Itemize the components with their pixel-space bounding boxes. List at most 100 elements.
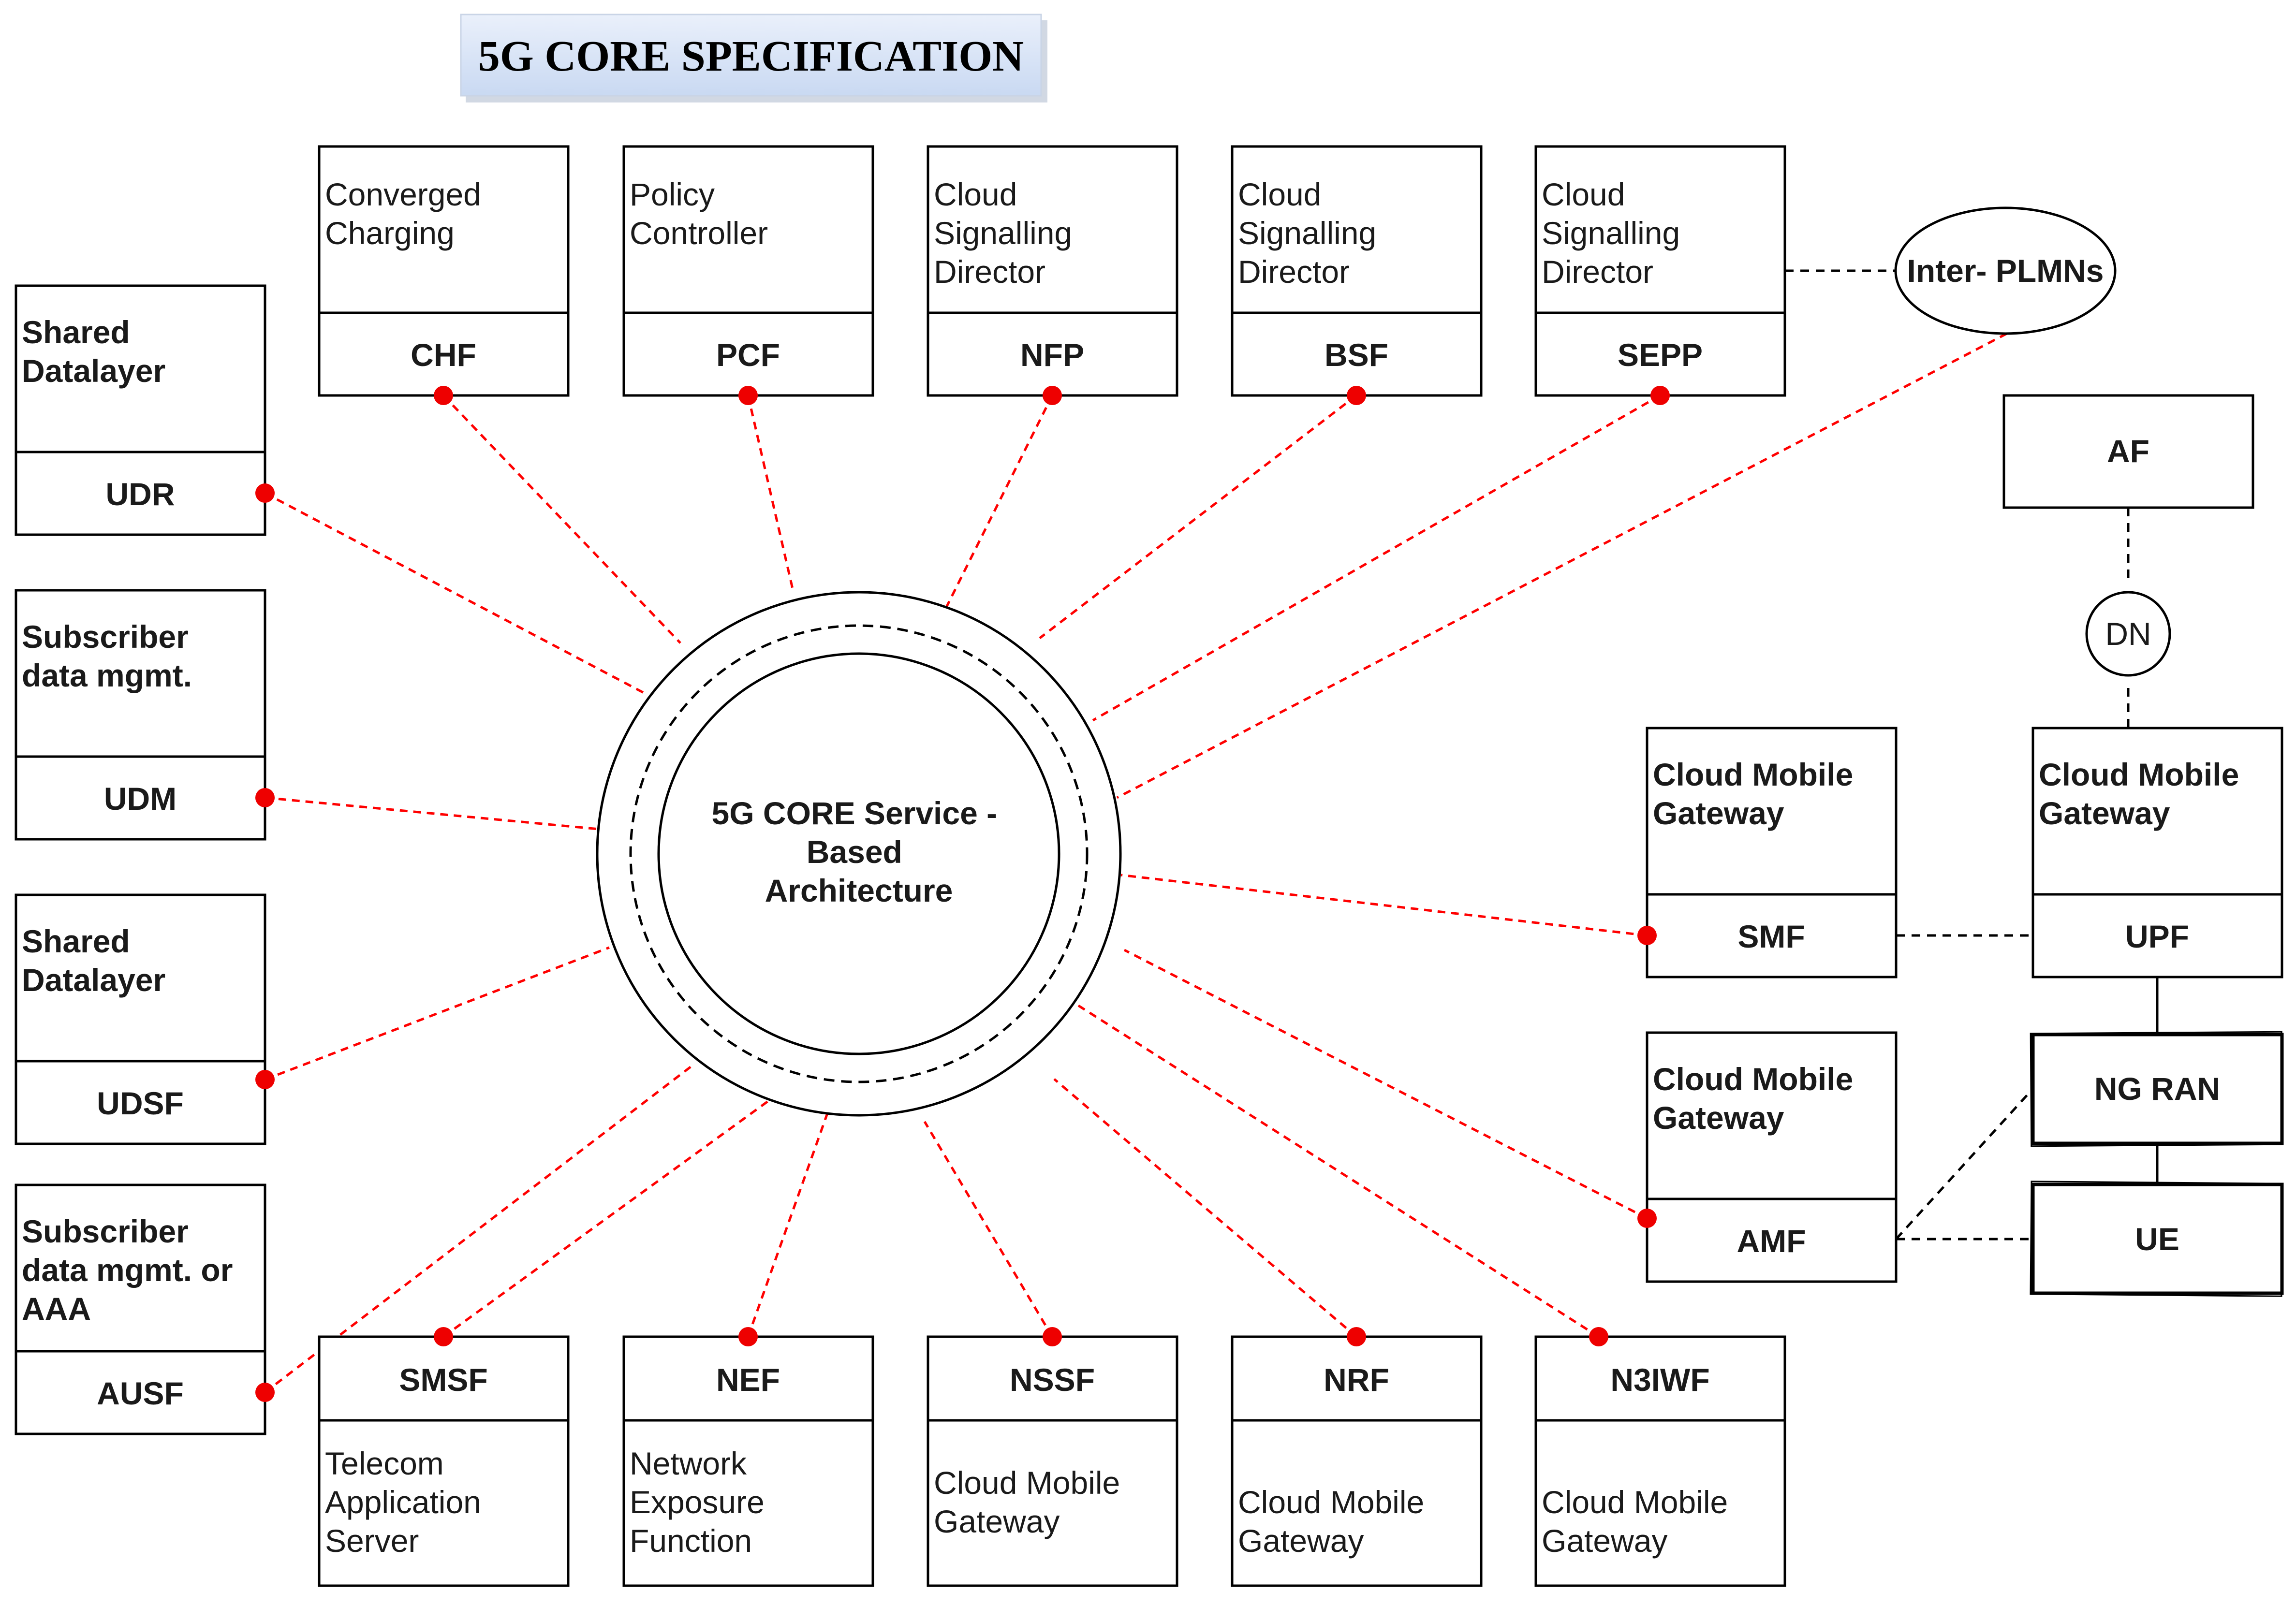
nssf-link-endpoint <box>1043 1327 1062 1346</box>
network-function-pcf: Policy Controller PCF <box>622 145 874 397</box>
af-node: AF <box>2002 394 2254 509</box>
nssf-desc-2: Gateway <box>934 1504 1060 1539</box>
chf-link <box>442 394 681 644</box>
smsf-desc-3: Server <box>325 1523 419 1559</box>
n3iwf-desc-2: Gateway <box>1542 1523 1667 1559</box>
svg-text:Cloud Mobile Gateway: Cloud Mobile Gateway <box>1542 1484 1737 1559</box>
center-line-1: 5G CORE Service - <box>712 795 998 831</box>
udsf-desc-2: Datalayer <box>22 962 165 998</box>
network-function-chf: Converged Charging CHF <box>318 145 570 397</box>
connection-lines <box>264 332 2008 1393</box>
chf-link-endpoint <box>434 386 453 405</box>
title-banner: 5G CORE SPECIFICATION <box>460 14 1047 102</box>
nef-desc-2: Exposure <box>630 1484 765 1520</box>
chf-code: CHF <box>411 337 476 373</box>
udm-link-endpoint <box>255 788 275 807</box>
bsf-link <box>1039 394 1357 639</box>
network-function-smsf: SMSF Telecom Application Server <box>318 1335 570 1587</box>
ue-node: UE <box>2030 1181 2284 1297</box>
network-function-nssf: NSSF Cloud Mobile Gateway <box>927 1335 1178 1587</box>
network-function-udsf: Shared Datalayer UDSF <box>15 893 266 1145</box>
svg-text:Cloud Signalling D: Cloud Signalling Director <box>1542 176 1689 290</box>
ng-ran-node: NG RAN <box>2030 1031 2284 1147</box>
link-endpoints <box>255 386 1670 1402</box>
inter-plmns-node: Inter- PLMNs <box>1894 206 2117 335</box>
ausf-link-endpoint <box>255 1383 275 1402</box>
nef-link <box>747 1111 829 1337</box>
center-line-2: Based <box>807 834 902 870</box>
nfp-desc-3: Director <box>934 254 1045 290</box>
n3iwf-desc-1: Cloud Mobile <box>1542 1484 1728 1520</box>
network-function-udm: Subscriber data mgmt. UDM <box>15 589 266 841</box>
ue-label: UE <box>2135 1221 2179 1257</box>
bsf-code: BSF <box>1325 337 1388 373</box>
udm-code: UDM <box>104 781 177 817</box>
svg-text:Shared Datalayer: Shared Datalayer <box>22 923 165 998</box>
n3iwf-link-endpoint <box>1589 1327 1608 1346</box>
ausf-code: AUSF <box>97 1375 184 1411</box>
nfp-link-endpoint <box>1043 386 1062 405</box>
udr-desc-1: Shared <box>22 314 130 350</box>
upf-desc-1: Cloud Mobile <box>2039 757 2239 792</box>
dashed-ring <box>629 624 1089 1083</box>
svg-text:Telecom Application: Telecom Application Server <box>325 1445 490 1559</box>
amf-code: AMF <box>1737 1223 1806 1259</box>
svg-text:Cloud Mobile Gateway: Cloud Mobile Gateway <box>1653 757 1862 831</box>
udm-desc-2: data mgmt. <box>22 657 192 693</box>
chf-desc-2: Charging <box>325 215 455 251</box>
nef-code: NEF <box>716 1362 780 1398</box>
nfp-link <box>942 394 1054 615</box>
nssf-link <box>923 1121 1054 1338</box>
pcf-desc-2: Controller <box>630 215 768 251</box>
ausf-desc-2: data mgmt. or <box>22 1252 233 1288</box>
sba-ring: 5G CORE Service - Based Architecture <box>596 591 1122 1117</box>
ausf-desc-1: Subscriber <box>22 1213 189 1249</box>
sepp-code: SEPP <box>1618 337 1703 373</box>
sepp-desc-1: Cloud <box>1542 176 1625 212</box>
network-function-upf: Cloud Mobile Gateway UPF <box>2031 727 2283 978</box>
udsf-code: UDSF <box>97 1085 184 1121</box>
nssf-desc-1: Cloud Mobile <box>934 1465 1120 1501</box>
ausf-desc-3: AAA <box>22 1291 91 1327</box>
network-function-sepp: Cloud Signalling Director SEPP <box>1534 145 1786 397</box>
nfp-desc-2: Signalling <box>934 215 1072 251</box>
nrf-desc-1: Cloud Mobile <box>1238 1484 1424 1520</box>
svg-text:Cloud Signalling D: Cloud Signalling Director <box>1238 176 1385 290</box>
sepp-desc-3: Director <box>1542 254 1653 290</box>
svg-text:Cloud Mobile Gateway: Cloud Mobile Gateway <box>934 1465 1129 1539</box>
inter-plmns-label: Inter- PLMNs <box>1907 253 2104 289</box>
center-label: 5G CORE Service - Based Architecture <box>712 795 1006 908</box>
bsf-desc-3: Director <box>1238 254 1350 290</box>
chf-desc-1: Converged <box>325 176 481 212</box>
udsf-link-endpoint <box>255 1070 275 1089</box>
nef-link-endpoint <box>738 1327 758 1346</box>
plane-connectors <box>1785 269 2159 1241</box>
udsf-link <box>265 946 610 1081</box>
ausf-link <box>264 1063 696 1393</box>
network-function-nfp: Cloud Signalling Director NFP <box>927 145 1178 397</box>
udr-code: UDR <box>106 476 175 512</box>
nef-desc-3: Function <box>630 1523 752 1559</box>
dn-node: DN <box>2085 591 2171 677</box>
udm-link <box>265 796 599 831</box>
nef-desc-1: Network <box>630 1445 747 1481</box>
inner-ring <box>657 652 1060 1055</box>
smsf-desc-2: Application <box>325 1484 481 1520</box>
network-function-smf: Cloud Mobile Gateway SMF <box>1646 727 1898 978</box>
svg-text:Cloud Mobile Gateway: Cloud Mobile Gateway <box>2039 757 2248 831</box>
pcf-link-endpoint <box>738 386 758 405</box>
udr-desc-2: Datalayer <box>22 353 165 389</box>
bsf-desc-1: Cloud <box>1238 176 1321 212</box>
smf-link-endpoint <box>1637 926 1657 945</box>
amf-to-ngran <box>1895 1088 2034 1240</box>
udr-link-endpoint <box>255 483 275 503</box>
smsf-code: SMSF <box>399 1362 487 1398</box>
n3iwf-code: N3IWF <box>1610 1362 1709 1398</box>
af-label: AF <box>2107 433 2149 469</box>
amf-desc-1: Cloud Mobile <box>1653 1061 1853 1097</box>
pcf-link <box>747 395 795 591</box>
svg-text:Network Exposure F: Network Exposure Function <box>630 1445 773 1559</box>
amf-link <box>1123 949 1648 1220</box>
udr-link <box>264 492 647 695</box>
